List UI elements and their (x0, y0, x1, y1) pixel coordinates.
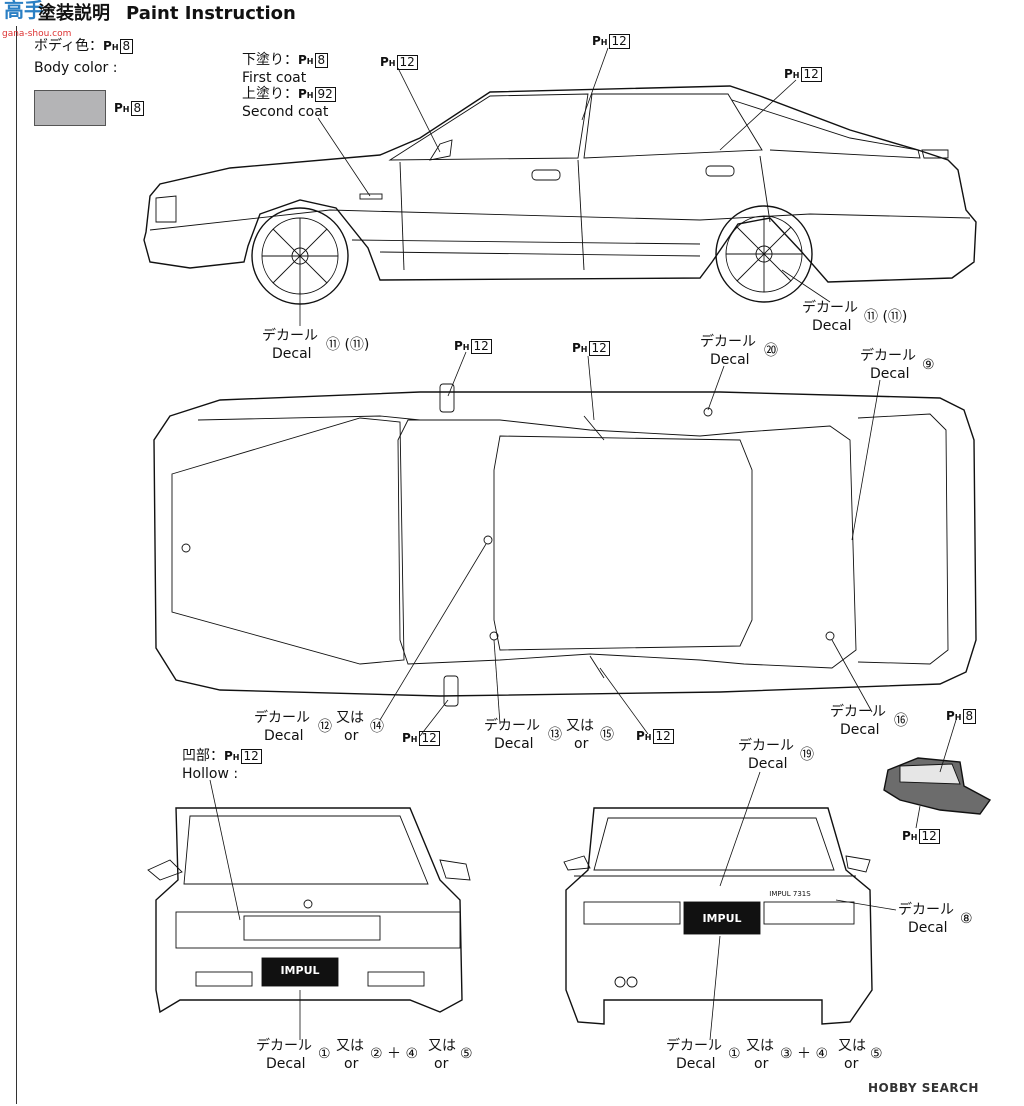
decal13-jp: デカール (484, 718, 540, 734)
decal8-jp: デカール (898, 902, 954, 918)
decal12-or-jp: 又は (336, 710, 364, 726)
side-leaders (299, 47, 831, 326)
front-leaders (209, 779, 301, 1040)
watermark-hobbysearch: HOBBY SEARCH (868, 1081, 979, 1095)
title-en: Paint Instruction (126, 3, 296, 24)
decal20-jp: デカール (700, 334, 756, 350)
title-jp: 塗装説明 (38, 3, 110, 24)
rear-or2-jp: 又は (838, 1038, 866, 1054)
second-coat-en: Second coat (242, 104, 329, 120)
rear-view-car: IMPUL IMPUL 731S (563, 807, 873, 1025)
front-or2-en: or (434, 1056, 449, 1072)
rear-decal-jp: デカール (666, 1038, 722, 1054)
first-coat-en: First coat (242, 70, 307, 86)
side-decal-front-jp: デカール (262, 328, 318, 344)
decal13-en: Decal (494, 736, 534, 752)
decal16-en: Decal (840, 722, 880, 738)
front-decal-en: Decal (266, 1056, 306, 1072)
top-view-car (153, 383, 977, 707)
rear-or2-en: or (844, 1056, 859, 1072)
decal19-en: Decal (748, 756, 788, 772)
decal13-or-en: or (574, 736, 589, 752)
rear-decal-en: Decal (676, 1056, 716, 1072)
side-decal-rear-jp: デカール (802, 300, 858, 316)
watermark-logo: 高手 (4, 0, 44, 22)
decal8-num: ⑧ (960, 911, 973, 927)
front-decal-d5: ⑤ (460, 1046, 473, 1062)
rear-decal-d5: ⑤ (870, 1046, 883, 1062)
front-wheel-spokes (262, 218, 338, 294)
decal12-or-en: or (344, 728, 359, 744)
rear-or-jp: 又は (746, 1038, 774, 1054)
rear-or-en: or (754, 1056, 769, 1072)
decal20-en: Decal (710, 352, 750, 368)
decal12-alt: ⑭ (370, 719, 384, 735)
drawing-frame (16, 26, 1017, 1104)
front-or-en: or (344, 1056, 359, 1072)
side-decal-rear-en: Decal (812, 318, 852, 334)
front-plate-text: IMPUL (280, 964, 319, 977)
top-leaders (379, 351, 881, 737)
decal13-num: ⑬ (548, 727, 562, 743)
rear-leaders (709, 771, 897, 1041)
decal19-jp: デカール (738, 738, 794, 754)
front-decal-jp: デカール (256, 1038, 312, 1054)
decal19-num: ⑲ (800, 747, 814, 763)
rear-plate-text: IMPUL (702, 912, 741, 925)
decal12-jp: デカール (254, 710, 310, 726)
side-decal-front-num: ⑪ (⑪) (326, 337, 370, 353)
trunk-badge-text: IMPUL 731S (769, 890, 811, 898)
decal13-or-jp: 又は (566, 718, 594, 734)
side-decal-front-en: Decal (272, 346, 312, 362)
rear-wheel-spokes (726, 216, 802, 292)
front-or2-jp: 又は (428, 1038, 456, 1054)
decal9-en: Decal (870, 366, 910, 382)
side-view-car (143, 85, 977, 305)
body-color-label-en: Body color : (34, 60, 118, 76)
front-decal-seq: ① (318, 1046, 331, 1062)
decal12-num: ⑫ (318, 719, 332, 735)
mirror-detail-drawing (883, 719, 992, 829)
decal12-en: Decal (264, 728, 304, 744)
decal13-alt: ⑮ (600, 727, 614, 743)
rear-decal-d1: ① (728, 1046, 741, 1062)
watermark-url: gana-shou.com (2, 29, 72, 39)
decal16-num: ⑯ (894, 713, 908, 729)
decal20-num: ⑳ (764, 343, 778, 359)
decal9-num: ⑨ (922, 357, 935, 373)
front-or-jp: 又は (336, 1038, 364, 1054)
hollow-en: Hollow : (182, 766, 239, 782)
front-view-car: IMPUL (147, 807, 471, 1014)
front-decal-seq2: ② ＋ ④ (370, 1046, 419, 1062)
decal16-jp: デカール (830, 704, 886, 720)
decal9-jp: デカール (860, 348, 916, 364)
rear-decal-seq2: ③ ＋ ④ (780, 1046, 829, 1062)
side-decal-rear-num: ⑪ (⑪) (864, 309, 908, 325)
decal8-en: Decal (908, 920, 948, 936)
body-color-swatch (34, 90, 106, 126)
